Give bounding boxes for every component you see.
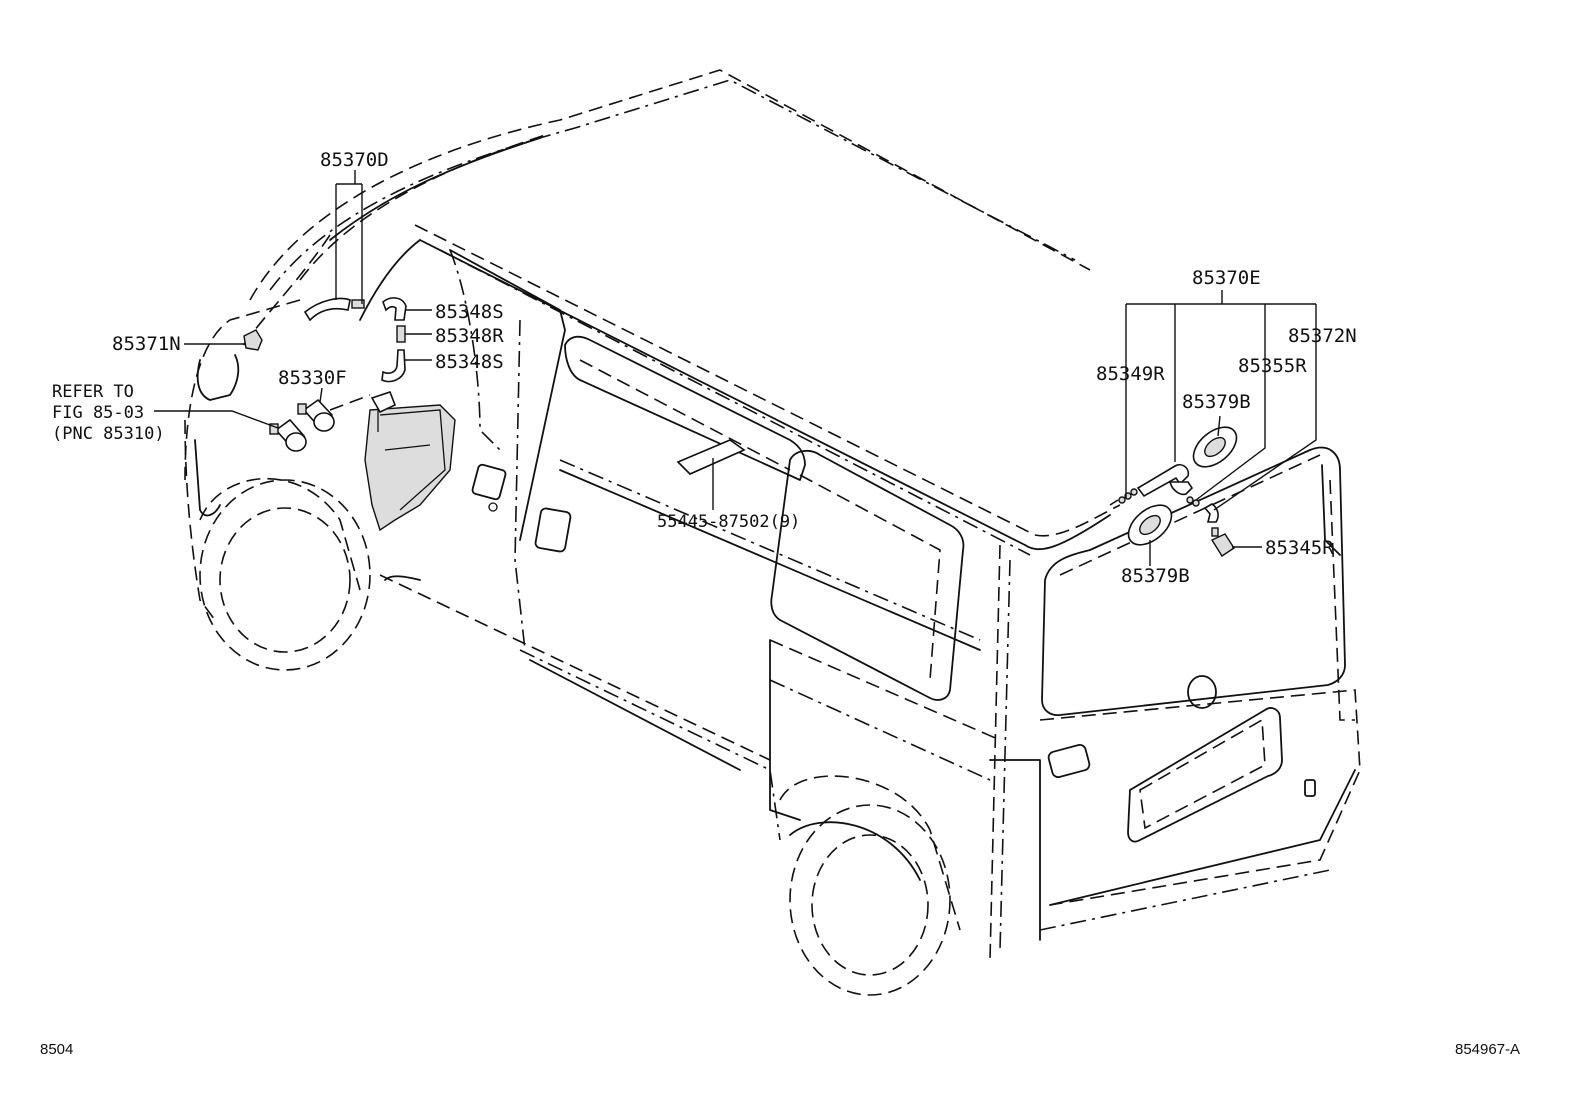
label-85372N: 85372N bbox=[1288, 325, 1357, 347]
label-85349R: 85349R bbox=[1096, 363, 1165, 385]
label-85345R: 85345R bbox=[1265, 537, 1334, 559]
rear-washer-assembly bbox=[1109, 426, 1238, 557]
label-85348S-bottom: 85348S bbox=[435, 351, 504, 373]
label-refer-line2: FIG 85-03 bbox=[52, 403, 144, 423]
rear-nozzle-85345R bbox=[1210, 527, 1235, 557]
footer-left-code: 8504 bbox=[40, 1041, 73, 1058]
part-labels: 85370D 85348S 85348R 85348S 85371N 85330… bbox=[52, 149, 1357, 587]
label-55445-87502: 55445-87502(9) bbox=[657, 512, 800, 532]
connector-85355R bbox=[1186, 496, 1200, 507]
label-85379B-bottom: 85379B bbox=[1121, 565, 1190, 587]
label-85330F: 85330F bbox=[278, 367, 347, 389]
leader-lines bbox=[154, 170, 1317, 566]
hose-85349R bbox=[1118, 488, 1138, 504]
label-85355R: 85355R bbox=[1238, 355, 1307, 377]
front-washer-assembly bbox=[243, 297, 456, 532]
rear-hose-main bbox=[1136, 463, 1190, 498]
rear-hose-elbow bbox=[1168, 481, 1194, 496]
washer-tank bbox=[364, 404, 456, 532]
elbow-85348S-bottom bbox=[381, 349, 406, 383]
label-refer-line1: REFER TO bbox=[52, 382, 134, 402]
grommet-85379B-top bbox=[1192, 426, 1238, 468]
washer-pump-85310-ref bbox=[269, 418, 307, 452]
hose-joint-icon bbox=[351, 299, 365, 309]
washer-filler-cap bbox=[370, 390, 397, 414]
label-refer-line3: (PNC 85310) bbox=[52, 424, 165, 444]
front-nozzle-85371N bbox=[243, 329, 263, 351]
hose-85370D-main bbox=[303, 297, 351, 322]
label-85370E: 85370E bbox=[1192, 267, 1261, 289]
van-body-outline bbox=[184, 69, 1361, 996]
elbow-85372N bbox=[1203, 503, 1219, 523]
connector-85348R bbox=[396, 325, 406, 343]
label-85371N: 85371N bbox=[112, 333, 181, 355]
grommet-85379B-bottom bbox=[1127, 504, 1173, 546]
label-85370D: 85370D bbox=[320, 149, 389, 171]
washer-pump-85330F bbox=[297, 398, 335, 432]
label-85348R: 85348R bbox=[435, 325, 504, 347]
label-85379B-top: 85379B bbox=[1182, 391, 1251, 413]
caution-label-55445 bbox=[676, 439, 746, 475]
footer-right-code: 854967-A bbox=[1455, 1041, 1520, 1058]
elbow-85348S-top bbox=[382, 297, 407, 321]
label-85348S-top: 85348S bbox=[435, 301, 504, 323]
